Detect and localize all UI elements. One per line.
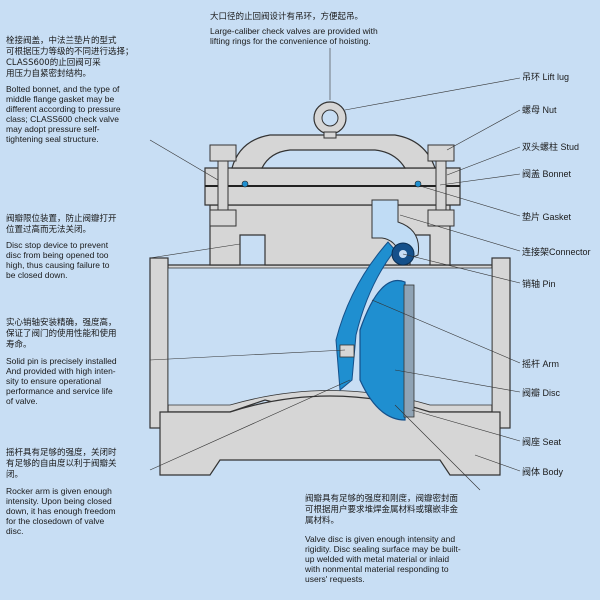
disc-note-cn: 阀瓣具有足够的强度和刚度，阀瓣密封面 可根据用户要求堆焊金属材料或镶嵌非金 属材…: [305, 494, 459, 526]
label-seat: 阀座 Seat: [522, 437, 562, 447]
solid-pin-note-cn: 实心销轴安装精确，强度高， 保证了阀门的使用性能和使用 寿命。: [6, 318, 117, 350]
disc-stop-note-en: Disc stop device to prevent disc from be…: [6, 240, 110, 280]
disc-note-en: Valve disc is given enough intensity and…: [305, 534, 461, 584]
body-cavity: [167, 267, 493, 406]
label-gasket: 垫片 Gasket: [522, 212, 572, 222]
bonnet-note-en: Bolted bonnet, and the type of middle fl…: [6, 84, 121, 144]
label-stud: 双头螺柱 Stud: [522, 142, 580, 152]
bonnet-shape: [204, 134, 461, 206]
label-nut: 螺母 Nut: [522, 105, 557, 115]
top-note-en: Large-caliber check valves are provided …: [210, 26, 378, 46]
label-lift-lug: 吊环 Lift lug: [522, 72, 570, 82]
gasket-dot-left: [241, 180, 249, 188]
label-bonnet: 阀盖 Bonnet: [522, 169, 572, 179]
label-connector: 连接架Connector: [522, 247, 591, 257]
disc-stop-note-cn: 阀瓣限位装置，防止阀瓣打开 位置过高而无法关闭。: [6, 214, 117, 235]
label-disc: 阀瓣 Disc: [522, 388, 560, 398]
rocker-arm-note-cn: 摇杆具有足够的强度，关闭时 有足够的自由度以利于阀瓣关 闭。: [6, 448, 117, 480]
leader-lines: [149, 48, 521, 491]
top-note-cn: 大口径的止回阀设计有吊环，方便起吊。: [210, 12, 364, 22]
gasket-dot-right: [414, 180, 422, 188]
label-arm: 摇杆 Arm: [522, 359, 559, 369]
label-body: 阀体 Body: [522, 467, 564, 477]
rocker-arm-note-en: Rocker arm is given enough intensity. Up…: [6, 486, 116, 536]
label-pin: 销轴 Pin: [522, 279, 556, 289]
solid-pin-note-en: Solid pin is precisely installed And pro…: [6, 356, 117, 406]
disc-shape: [339, 280, 415, 421]
bonnet-note-cn: 栓接阀盖，中法兰垫片的型式 可根据压力等级的不同进行选择； CLASS600的止…: [6, 36, 134, 79]
lift-lug-shape: [313, 101, 347, 139]
